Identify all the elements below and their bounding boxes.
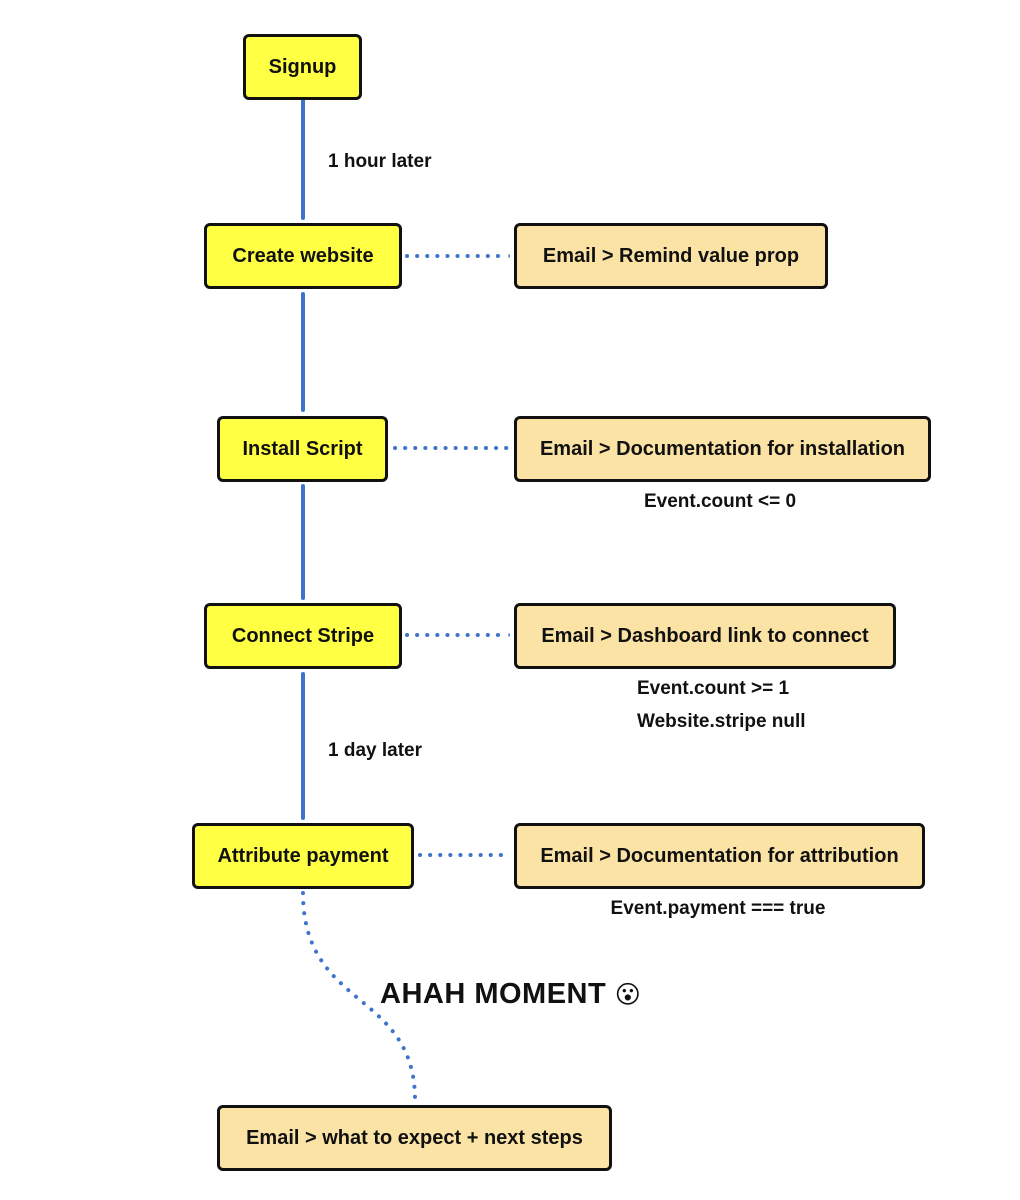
step-install-script-label: Install Script bbox=[242, 437, 363, 460]
email-dashboard-link: Email > Dashboard link to connect bbox=[514, 603, 896, 669]
condition-connect-stripe-event-count: Event.count >= 1 bbox=[637, 678, 790, 699]
dotted-curve-attribute-to-next-steps bbox=[301, 891, 417, 1102]
step-attribute-payment: Attribute payment bbox=[192, 823, 414, 889]
step-create-website: Create website bbox=[204, 223, 402, 289]
delay-label-after-connect-stripe: 1 day later bbox=[328, 740, 422, 761]
condition-connect-stripe-website-stripe: Website.stripe null bbox=[637, 711, 806, 732]
step-create-website-label: Create website bbox=[232, 244, 374, 267]
condition-attribute-payment: Event.payment === true bbox=[610, 898, 826, 919]
step-attribute-payment-label: Attribute payment bbox=[217, 844, 389, 867]
email-attribution-docs-label: Email > Documentation for attribution bbox=[540, 844, 899, 867]
email-remind-value-prop: Email > Remind value prop bbox=[514, 223, 828, 289]
aha-moment-label: AHAH MOMENT 😮 bbox=[380, 978, 641, 1011]
email-next-steps-label: Email > what to expect + next steps bbox=[246, 1126, 583, 1149]
email-installation-docs-label: Email > Documentation for installation bbox=[539, 437, 906, 460]
step-connect-stripe-label: Connect Stripe bbox=[231, 624, 375, 647]
step-install-script: Install Script bbox=[217, 416, 388, 482]
email-installation-docs: Email > Documentation for installation bbox=[514, 416, 931, 482]
email-next-steps: Email > what to expect + next steps bbox=[217, 1105, 612, 1171]
condition-install-script: Event.count <= 0 bbox=[643, 491, 797, 512]
aha-moment-text: AHAH MOMENT bbox=[380, 978, 607, 1010]
email-attribution-docs: Email > Documentation for attribution bbox=[514, 823, 925, 889]
email-dashboard-link-label: Email > Dashboard link to connect bbox=[541, 624, 869, 647]
delay-label-after-signup: 1 hour later bbox=[328, 151, 432, 172]
step-connect-stripe: Connect Stripe bbox=[204, 603, 402, 669]
surprised-face-icon: 😮 bbox=[614, 981, 642, 1009]
step-signup-label: Signup bbox=[268, 55, 337, 78]
email-remind-value-prop-label: Email > Remind value prop bbox=[542, 244, 800, 267]
step-signup: Signup bbox=[243, 34, 362, 100]
